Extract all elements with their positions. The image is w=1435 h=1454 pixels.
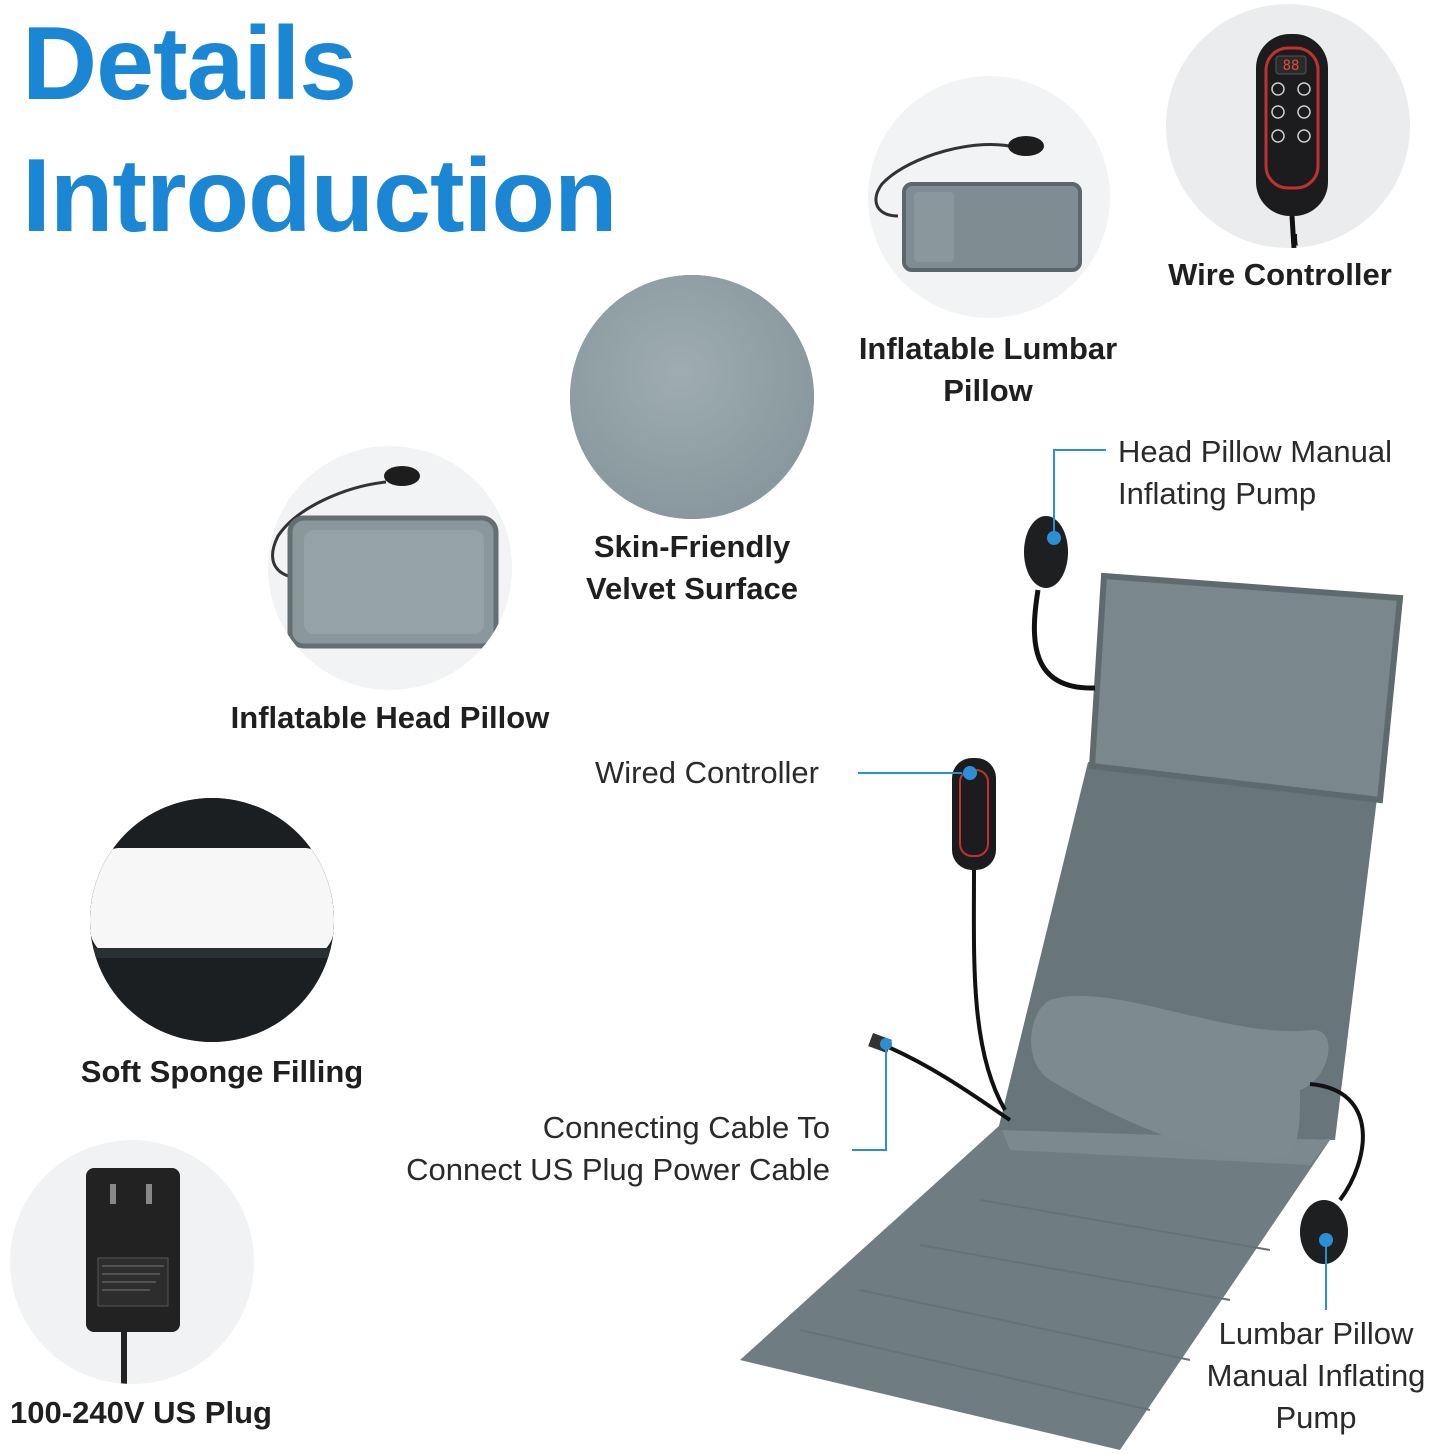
lumbar-pillow-caption-line2: Pillow: [943, 373, 1033, 408]
connecting-cable-callout-line2: Connect US Plug Power Cable: [406, 1152, 830, 1187]
page-title-line2: Introduction: [22, 138, 618, 254]
wired-controller-callout: Wired Controller: [595, 755, 819, 790]
lumbar-pillow-caption-line1: Inflatable Lumbar: [858, 331, 1118, 366]
head-pump-callout: Head Pillow Manual Inflating Pump: [1118, 431, 1392, 515]
page-title-line1: Details: [22, 6, 357, 122]
sponge-filling-caption: Soft Sponge Filling: [80, 1054, 364, 1089]
lumbar-pillow-caption: Inflatable Lumbar Pillow: [838, 328, 1138, 412]
head-pump-callout-line1: Head Pillow Manual: [1118, 434, 1392, 469]
connecting-cable-callout-line1: Connecting Cable To: [542, 1110, 830, 1145]
lumbar-pump-callout-line3: Pump: [1275, 1400, 1357, 1435]
connecting-cable-callout: Connecting Cable To Connect US Plug Powe…: [350, 1107, 830, 1191]
velvet-surface-image: [570, 275, 814, 519]
wire-controller-caption: Wire Controller: [1168, 257, 1392, 292]
wire-controller-image: 88: [1166, 4, 1410, 248]
lumbar-pump-callout: Lumbar Pillow Manual Inflating Pump: [1196, 1313, 1435, 1439]
us-plug-caption: 100-240V US Plug: [10, 1395, 272, 1430]
sponge-filling-image: [90, 798, 334, 1042]
head-pillow-caption: Inflatable Head Pillow: [230, 700, 550, 735]
lumbar-pump-callout-line2: Manual Inflating: [1206, 1358, 1426, 1393]
lumbar-pillow-image: [868, 76, 1110, 318]
controller-display: 88: [1283, 58, 1300, 74]
us-plug-image: [10, 1140, 254, 1384]
head-pillow-image: [268, 446, 512, 690]
head-pump-callout-line2: Inflating Pump: [1118, 476, 1317, 511]
lumbar-pump-callout-line1: Lumbar Pillow: [1218, 1316, 1414, 1351]
velvet-surface-caption-line1: Skin-Friendly: [593, 529, 791, 564]
velvet-surface-caption-line2: Velvet Surface: [586, 571, 798, 606]
velvet-surface-caption: Skin-Friendly Velvet Surface: [542, 526, 842, 610]
